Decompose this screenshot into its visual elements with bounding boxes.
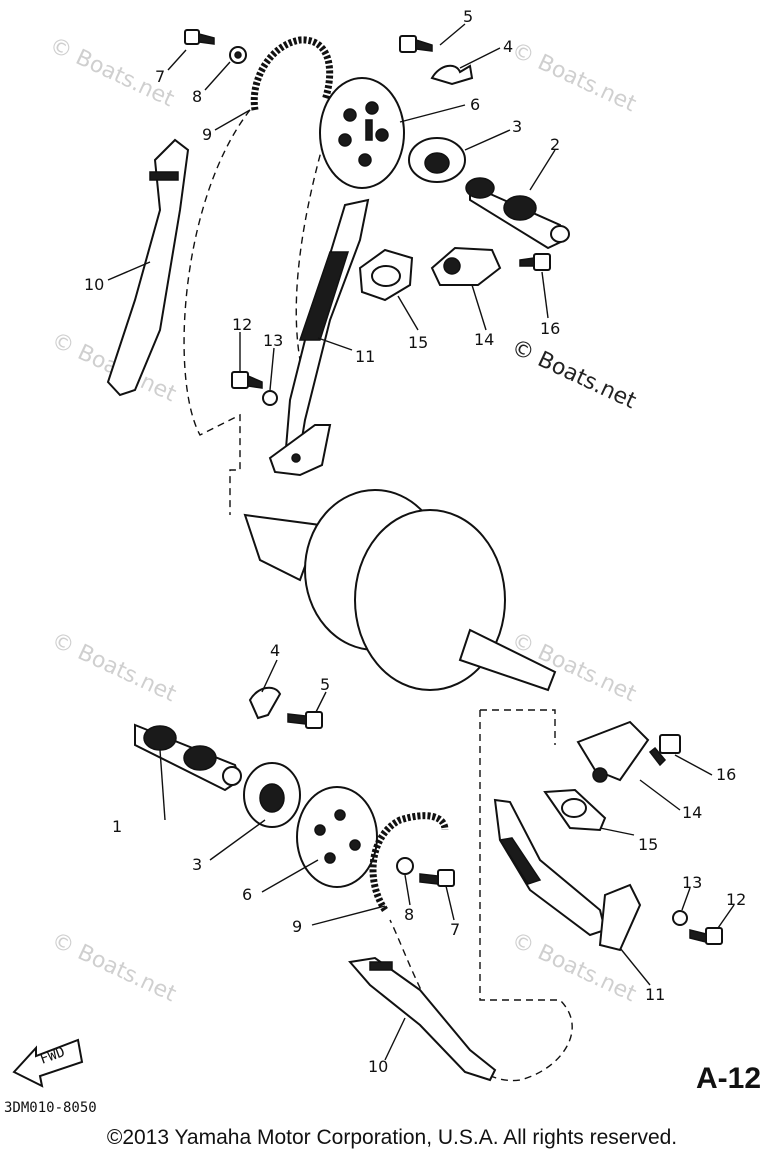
callout-15-lower: 15 (638, 835, 658, 854)
upper-assembly (106, 29, 570, 477)
cam-sprocket-6-upper (319, 77, 405, 189)
tensioner-14-lower (576, 720, 650, 783)
callout-3-lower: 3 (192, 855, 202, 874)
bolt-5-upper (399, 35, 433, 53)
callout-10-lower: 10 (368, 1057, 388, 1076)
crankshaft (243, 489, 557, 692)
callout-13-upper: 13 (263, 331, 283, 350)
tensioner-arm-11-upper (268, 198, 370, 477)
callout-10-upper: 10 (84, 275, 104, 294)
callout-8-upper: 8 (192, 87, 202, 106)
washer-13-upper (262, 390, 278, 406)
callout-7-upper: 7 (155, 67, 165, 86)
callout-16-upper: 16 (540, 319, 560, 338)
callout-6-lower: 6 (242, 885, 252, 904)
callout-9-upper: 9 (202, 125, 212, 144)
cam-chain-9-lower (369, 812, 449, 912)
bolt-12-upper (231, 371, 263, 389)
washer-13-lower (672, 910, 688, 926)
bolt-7-lower (419, 869, 455, 887)
callout-14-upper: 14 (474, 330, 494, 349)
callout-2: 2 (550, 135, 560, 154)
page-code: A-12 (696, 1062, 761, 1095)
callout-3-upper: 3 (512, 117, 522, 136)
fwd-arrow: FWD (12, 1038, 84, 1088)
assembly-guide-lines (183, 109, 573, 1081)
callout-16-lower: 16 (716, 765, 736, 784)
callout-5-upper: 5 (463, 7, 473, 26)
tensioner-14-upper (430, 246, 502, 286)
callout-4-upper: 4 (503, 37, 513, 56)
drawing-code: 3DM010-8050 (4, 1100, 97, 1116)
tensioner-arm-11-lower (493, 798, 642, 952)
leader-lines (107, 23, 735, 1061)
callout-11-lower: 11 (645, 985, 665, 1004)
bolt-5-lower (287, 711, 323, 729)
watermark-5: © Boats.net (47, 628, 180, 708)
callout-1: 1 (112, 817, 122, 836)
callout-5-lower: 5 (320, 675, 330, 694)
callout-14-lower: 14 (682, 803, 702, 822)
callout-8-lower: 8 (404, 905, 414, 924)
callout-12-lower: 12 (726, 890, 746, 909)
gasket-15-lower (543, 788, 607, 832)
callout-15-upper: 15 (408, 333, 428, 352)
camshaft-2 (465, 177, 570, 250)
spacer-3-upper (408, 137, 466, 183)
callout-7-lower: 7 (450, 920, 460, 939)
callouts-upper: 5 4 7 8 6 3 9 2 10 15 14 16 12 13 11 (84, 7, 560, 366)
cam-chain-9-upper (250, 36, 334, 111)
spacer-3-lower (243, 762, 301, 828)
callout-12-upper: 12 (232, 315, 252, 334)
bolt-16-lower (648, 734, 681, 767)
callouts-lower: 4 5 16 1 14 15 3 13 12 6 9 8 7 11 10 (112, 641, 746, 1076)
callout-6-upper: 6 (470, 95, 480, 114)
chain-guide-10-lower (348, 956, 497, 1082)
bolt-12-lower (689, 927, 723, 945)
bolt-16-upper (519, 253, 551, 271)
callout-9-lower: 9 (292, 917, 302, 936)
washer-8-lower (396, 857, 414, 875)
camshaft-1 (134, 723, 242, 792)
copyright-notice: ©2013 Yamaha Motor Corporation, U.S.A. A… (106, 1126, 678, 1149)
bolt-7-upper (184, 29, 215, 45)
fwd-arrow-icon (12, 1038, 84, 1088)
cam-sprocket-6-lower (296, 786, 378, 888)
watermark-7: © Boats.net (47, 928, 180, 1008)
gasket-15-upper (358, 248, 414, 302)
chain-guide-10-upper (106, 138, 190, 397)
watermark-2: © Boats.net (507, 38, 640, 118)
callout-4-lower: 4 (270, 641, 280, 660)
callout-13-lower: 13 (682, 873, 702, 892)
callout-11-upper: 11 (355, 347, 375, 366)
bracket-4-lower (248, 686, 282, 720)
watermark-4: © Boats.net (507, 335, 640, 415)
lower-assembly (134, 686, 723, 1082)
bracket-4-upper (430, 64, 474, 86)
